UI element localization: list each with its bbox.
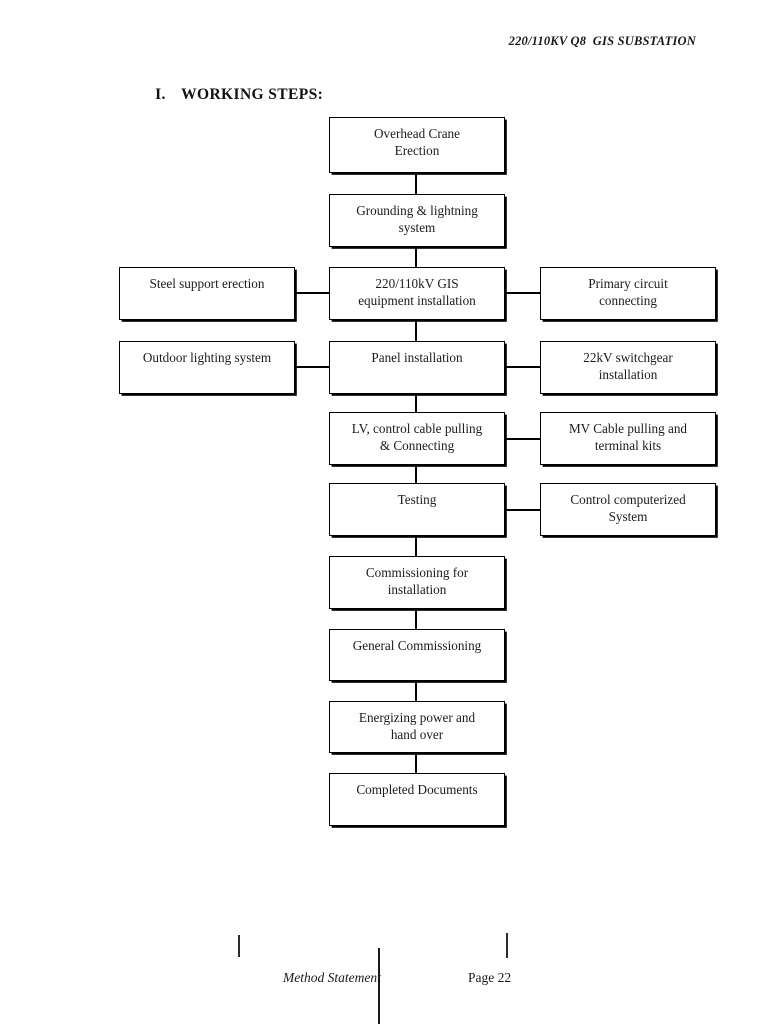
flow-node-steel-support-erection[interactable]: Steel support erection bbox=[119, 267, 295, 320]
flow-node-label: Outdoor lighting system bbox=[142, 350, 272, 365]
section-numeral: I. bbox=[155, 86, 166, 103]
flow-node-gis-equipment-installation[interactable]: 220/110kV GIS equipment installation bbox=[329, 267, 505, 320]
connector-vertical bbox=[415, 681, 418, 701]
flow-node-commissioning-for-installation[interactable]: Commissioning for installation bbox=[329, 556, 505, 609]
flow-node-outdoor-lighting-system[interactable]: Outdoor lighting system bbox=[119, 341, 295, 394]
flow-node-testing[interactable]: Testing bbox=[329, 483, 505, 536]
flow-node-label: Control computerized System bbox=[570, 492, 686, 524]
flow-node-label: General Commissioning bbox=[352, 638, 482, 653]
running-header-title: 220/110KV Q8 GIS SUBSTATION bbox=[508, 34, 696, 48]
flow-node-label: Commissioning for installation bbox=[365, 565, 469, 597]
connector-vertical bbox=[415, 536, 418, 557]
flow-node-label: Testing bbox=[397, 492, 437, 507]
flow-node-grounding-lightning-system[interactable]: Grounding & lightning system bbox=[329, 194, 505, 247]
connector-vertical bbox=[415, 246, 418, 268]
connector-vertical bbox=[415, 320, 418, 342]
connector-horizontal bbox=[502, 366, 541, 369]
connector-vertical bbox=[415, 609, 418, 629]
flow-node-label: Overhead Crane Erection bbox=[373, 126, 461, 158]
connector-vertical bbox=[415, 753, 418, 773]
page-title: I. WORKING STEPS: bbox=[138, 68, 323, 122]
connector-horizontal bbox=[294, 292, 331, 295]
flow-node-label: Energizing power and hand over bbox=[358, 710, 476, 742]
section-title-text: WORKING STEPS: bbox=[181, 86, 324, 103]
flow-node-label: Completed Documents bbox=[356, 782, 478, 797]
flow-node-completed-documents[interactable]: Completed Documents bbox=[329, 773, 505, 826]
connector-vertical bbox=[415, 172, 418, 194]
connector-vertical bbox=[415, 394, 418, 413]
flow-node-panel-installation[interactable]: Panel installation bbox=[329, 341, 505, 394]
flow-node-label: 22kV switchgear installation bbox=[583, 350, 673, 382]
flow-node-label: Panel installation bbox=[371, 350, 463, 365]
flow-node-label: Grounding & lightning system bbox=[356, 203, 478, 235]
flow-node-overhead-crane-erection[interactable]: Overhead Crane Erection bbox=[329, 117, 505, 173]
flow-node-lv-control-cable-pulling[interactable]: LV, control cable pulling & Connecting bbox=[329, 412, 505, 465]
flow-node-label: LV, control cable pulling & Connecting bbox=[351, 421, 483, 453]
flow-node-mv-cable-pulling-terminal-kits[interactable]: MV Cable pulling and terminal kits bbox=[540, 412, 716, 465]
flow-node-primary-circuit-connecting[interactable]: Primary circuit connecting bbox=[540, 267, 716, 320]
working-steps-flowchart: Overhead Crane Erection Grounding & ligh… bbox=[119, 117, 716, 826]
page-footer: Method Statement Page 22 bbox=[0, 930, 768, 1024]
connector-vertical bbox=[415, 465, 418, 484]
flow-node-label: Primary circuit connecting bbox=[588, 276, 668, 308]
connector-horizontal bbox=[502, 509, 541, 512]
flow-node-label: MV Cable pulling and terminal kits bbox=[568, 421, 688, 453]
footer-tick-left bbox=[238, 935, 240, 957]
footer-tick-right bbox=[506, 933, 508, 958]
flow-node-switchgear-22kv-installation[interactable]: 22kV switchgear installation bbox=[540, 341, 716, 394]
footer-page-number: Page 22 bbox=[468, 970, 512, 985]
flow-node-control-computerized-system[interactable]: Control computerized System bbox=[540, 483, 716, 536]
connector-horizontal bbox=[294, 366, 331, 369]
connector-horizontal bbox=[502, 292, 541, 295]
flow-node-energizing-power-hand-over[interactable]: Energizing power and hand over bbox=[329, 701, 505, 753]
footer-center-rule bbox=[378, 948, 380, 1024]
flow-node-general-commissioning[interactable]: General Commissioning bbox=[329, 629, 505, 681]
flow-node-label: 220/110kV GIS equipment installation bbox=[358, 276, 476, 308]
flow-node-label: Steel support erection bbox=[149, 276, 265, 291]
connector-horizontal bbox=[502, 438, 541, 441]
footer-document-name: Method Statement bbox=[283, 970, 381, 985]
